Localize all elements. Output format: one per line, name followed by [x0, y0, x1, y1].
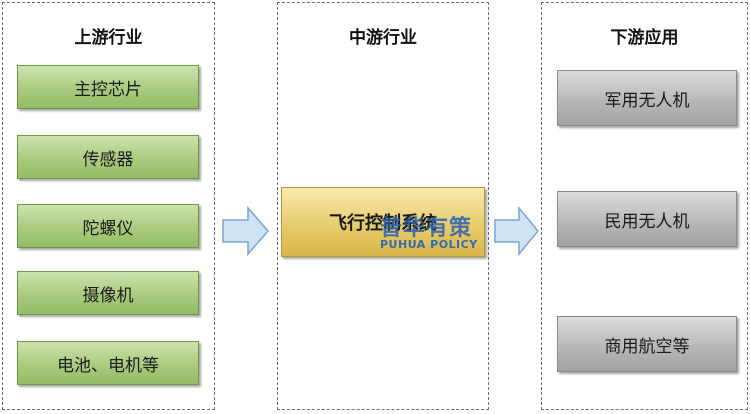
downstream-column: 下游应用 军用无人机 民用无人机 商用航空等: [541, 2, 748, 410]
watermark-text: 普华有策: [380, 216, 473, 241]
midstream-item-label: 飞行控制系统: [329, 213, 437, 234]
arrow-right-icon: [494, 206, 539, 256]
upstream-item-gyroscope: 陀螺仪: [17, 204, 199, 248]
watermark-subtext: PUHUA POLICY: [380, 238, 478, 251]
downstream-item-military-uav: 军用无人机: [557, 70, 737, 126]
midstream-item-flight-control: 飞行控制系统 普华有策 PUHUA POLICY: [281, 187, 485, 257]
upstream-item-battery-motor: 电池、电机等: [17, 341, 199, 385]
upstream-item-camera: 摄像机: [17, 271, 199, 315]
midstream-title: 中游行业: [349, 28, 417, 48]
arrow-right-icon: [222, 206, 269, 256]
downstream-item-civil-uav: 民用无人机: [557, 191, 737, 247]
downstream-title: 下游应用: [610, 28, 679, 48]
upstream-title: 上游行业: [74, 28, 143, 48]
upstream-item-main-chip: 主控芯片: [17, 65, 199, 109]
midstream-column: 中游行业 飞行控制系统 普华有策 PUHUA POLICY: [277, 2, 489, 410]
downstream-item-commercial-aviation: 商用航空等: [557, 316, 737, 372]
upstream-column: 上游行业 主控芯片 传感器 陀螺仪 摄像机 电池、电机等: [2, 2, 215, 410]
upstream-item-sensor: 传感器: [17, 135, 199, 179]
